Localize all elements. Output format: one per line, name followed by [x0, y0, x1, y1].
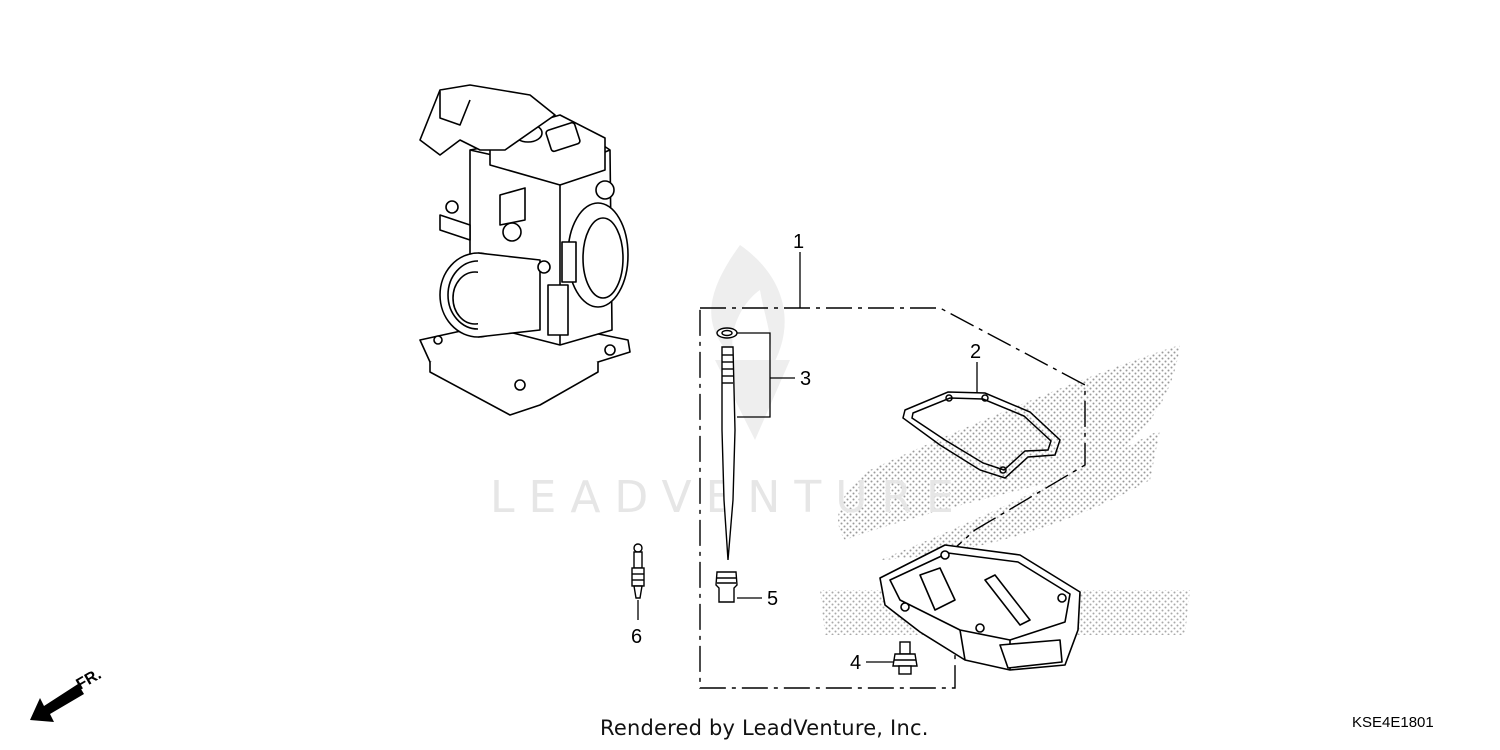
callout-6: 6: [631, 626, 642, 648]
callout-3: 3: [800, 368, 811, 390]
part-6-pilot-screw: [631, 543, 645, 599]
callout-4: 4: [850, 652, 861, 674]
front-direction-arrow: FR.: [30, 666, 104, 722]
callout-5: 5: [767, 588, 778, 610]
part-3-jet-needle: [716, 327, 738, 561]
footer-credit: Rendered by LeadVenture, Inc.: [600, 716, 929, 740]
callout-2: 2: [970, 341, 981, 363]
callouts: 1 2 3 4 5 6: [631, 231, 981, 674]
kit-outline: [699, 307, 1086, 689]
carburetor-assembly: [419, 84, 631, 416]
watermark-text: LEADVENTURE: [490, 472, 968, 523]
float-bowl: [879, 544, 1081, 671]
part-2-gasket: [902, 391, 1061, 479]
diagram-code: KSE4E1801: [1352, 714, 1434, 731]
leader-lines: [637, 252, 978, 663]
part-5-main-jet: [715, 571, 738, 603]
callout-1: 1: [793, 231, 804, 253]
part-4-drain-bolt: [892, 641, 918, 675]
